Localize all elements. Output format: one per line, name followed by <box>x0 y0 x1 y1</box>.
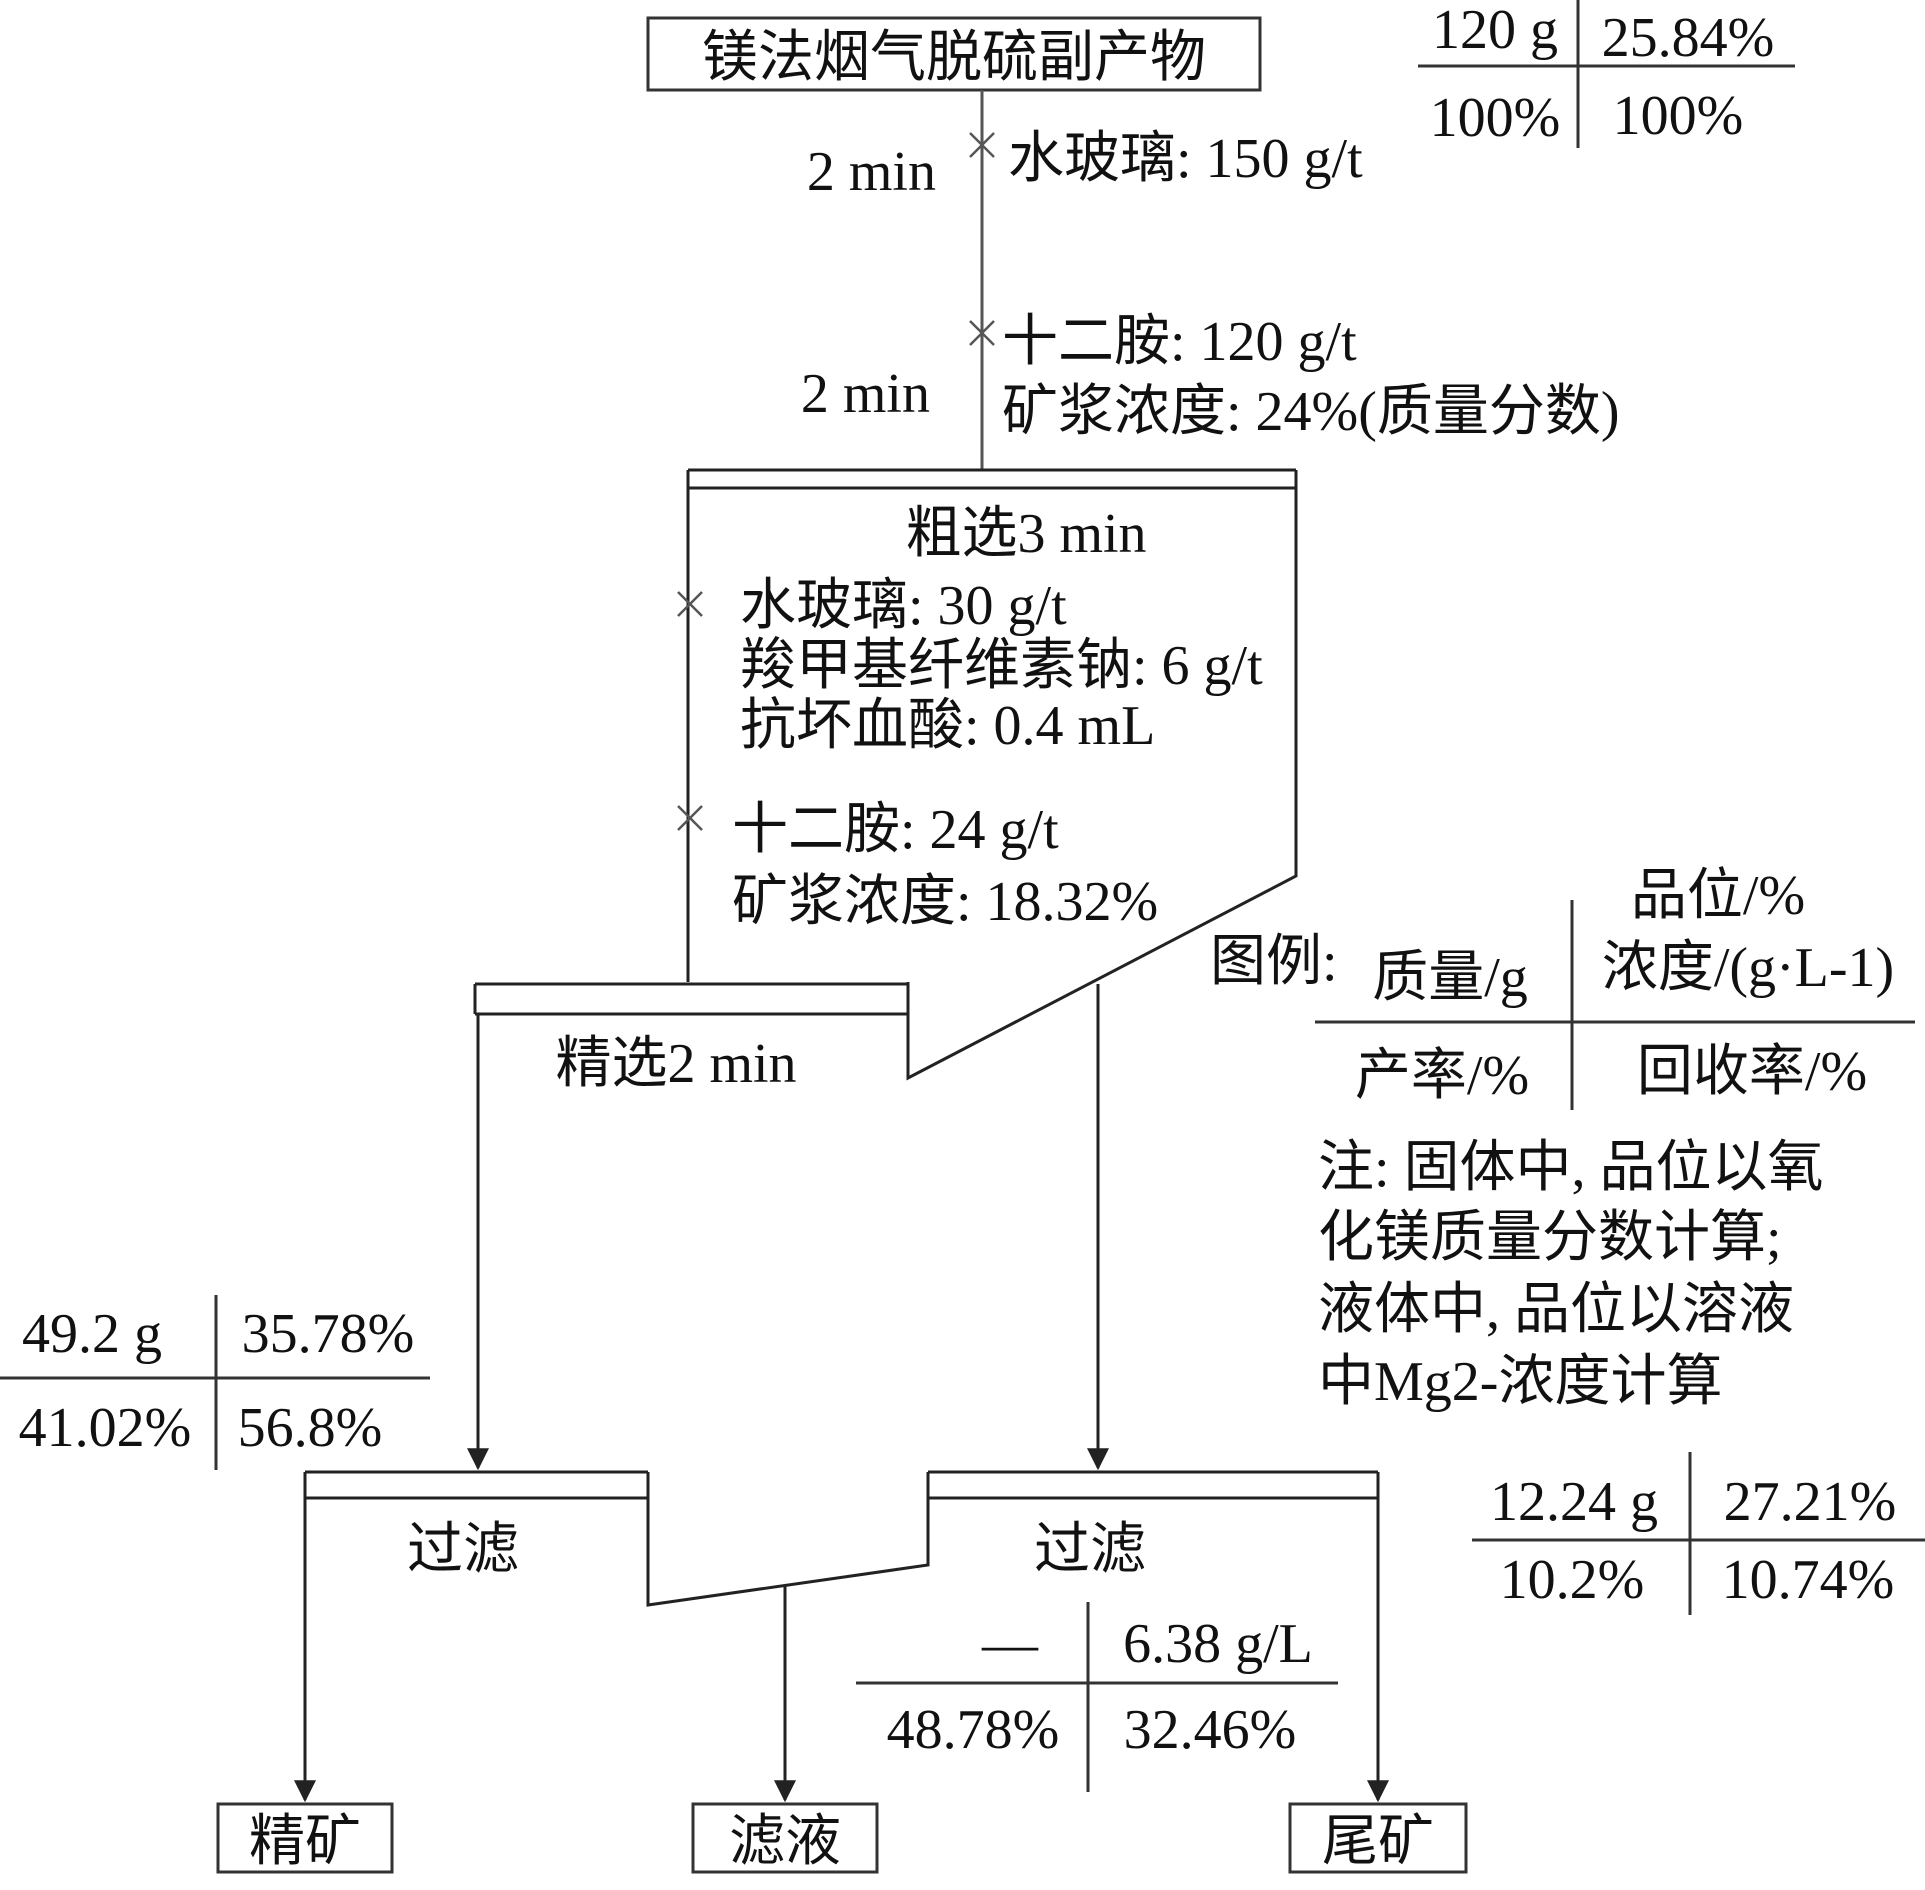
filter-left-label: 过滤 <box>407 1519 519 1581</box>
conditioning-time-2: 2 min <box>801 363 930 425</box>
rougher-cell <box>686 468 1298 1081</box>
legend-grade: 品位/% <box>1631 865 1805 927</box>
data-table-feed: 120 g 25.84% 100% 100% <box>1418 0 1795 149</box>
filtrate-label: 滤液 <box>729 1811 841 1873</box>
tailings-yield: 10.2% <box>1500 1549 1645 1611</box>
data-table-filtrate: — 6.38 g/L 48.78% 32.46% <box>856 1602 1338 1792</box>
tailings-label: 尾矿 <box>1322 1811 1434 1873</box>
note-block: 注: 固体中, 品位以氧 化镁质量分数计算; 液体中, 品位以溶液 中Mg2-浓… <box>1318 1137 1824 1413</box>
feed-box <box>646 16 1262 92</box>
legend-recovery: 回收率/% <box>1637 1041 1867 1103</box>
rougher-reagent-2: 羧甲基纤维素钠: 6 g/t <box>740 635 1263 697</box>
reagent-dose-2: 十二胺: 120 g/t <box>1002 311 1357 373</box>
note-line-2: 化镁质量分数计算; <box>1318 1207 1782 1269</box>
rougher-reagent-5: 矿浆浓度: 18.32% <box>732 871 1158 933</box>
feed-grade: 25.84% <box>1602 7 1775 69</box>
note-line-1: 注: 固体中, 品位以氧 <box>1318 1137 1824 1199</box>
tailings-grade: 27.21% <box>1724 1471 1897 1533</box>
filter-right-label: 过滤 <box>1034 1519 1146 1581</box>
concentrate-label: 精矿 <box>249 1811 361 1873</box>
concentrate-yield: 41.02% <box>19 1397 192 1459</box>
legend-title: 图例: <box>1210 931 1338 993</box>
feed-label: 镁法烟气脱硫副产物 <box>702 27 1206 89</box>
rougher-label: 粗选3 min <box>905 503 1146 565</box>
legend-yield: 产率/% <box>1355 1045 1529 1107</box>
conditioning-time-1: 2 min <box>807 141 936 203</box>
filtrate-recovery: 32.46% <box>1124 1699 1297 1761</box>
data-table-concentrate: 49.2 g 35.78% 41.02% 56.8% <box>0 1295 430 1470</box>
tailings-box <box>1288 1802 1468 1874</box>
cleaner-cell <box>473 982 908 1016</box>
concentrate-mass: 49.2 g <box>22 1303 162 1365</box>
cleaner-label: 精选2 min <box>555 1033 796 1095</box>
reagent-dose-1: 水玻璃: 150 g/t <box>1008 128 1363 190</box>
rougher-reagent-4: 十二胺: 24 g/t <box>732 799 1059 861</box>
filtrate-box <box>691 1802 879 1874</box>
filter-unit <box>303 1470 1380 1607</box>
tailings-mass: 12.24 g <box>1490 1471 1658 1533</box>
legend-mass: 质量/g <box>1372 947 1528 1009</box>
pulp-density-1: 矿浆浓度: 24%(质量分数) <box>1002 381 1620 443</box>
feed-yield: 100% <box>1430 87 1561 149</box>
legend: 图例: 质量/g 品位/% 浓度/(g·L-1) 产率/% 回收率/% <box>1210 865 1915 1110</box>
feed-mass: 120 g <box>1432 0 1558 61</box>
data-table-tailings: 12.24 g 27.21% 10.2% 10.74% <box>1472 1452 1925 1615</box>
note-line-3: 液体中, 品位以溶液 <box>1318 1279 1794 1341</box>
filtrate-concentration: 6.38 g/L <box>1123 1613 1313 1675</box>
legend-concentration: 浓度/(g·L-1) <box>1602 937 1894 999</box>
concentrate-grade: 35.78% <box>242 1303 415 1365</box>
filtrate-yield: 48.78% <box>887 1699 1060 1761</box>
feed-recovery: 100% <box>1613 85 1744 147</box>
tailings-recovery: 10.74% <box>1722 1549 1895 1611</box>
rougher-reagent-3: 抗坏血酸: 0.4 mL <box>740 695 1155 757</box>
rougher-reagent-1: 水玻璃: 30 g/t <box>740 575 1067 637</box>
concentrate-box <box>216 1802 394 1874</box>
reagent-addition-marker <box>677 591 703 831</box>
concentrate-recovery: 56.8% <box>238 1397 383 1459</box>
reagent-addition-marker <box>969 132 995 346</box>
filtrate-mass: — <box>981 1613 1039 1675</box>
note-line-4: 中Mg2-浓度计算 <box>1318 1351 1722 1413</box>
